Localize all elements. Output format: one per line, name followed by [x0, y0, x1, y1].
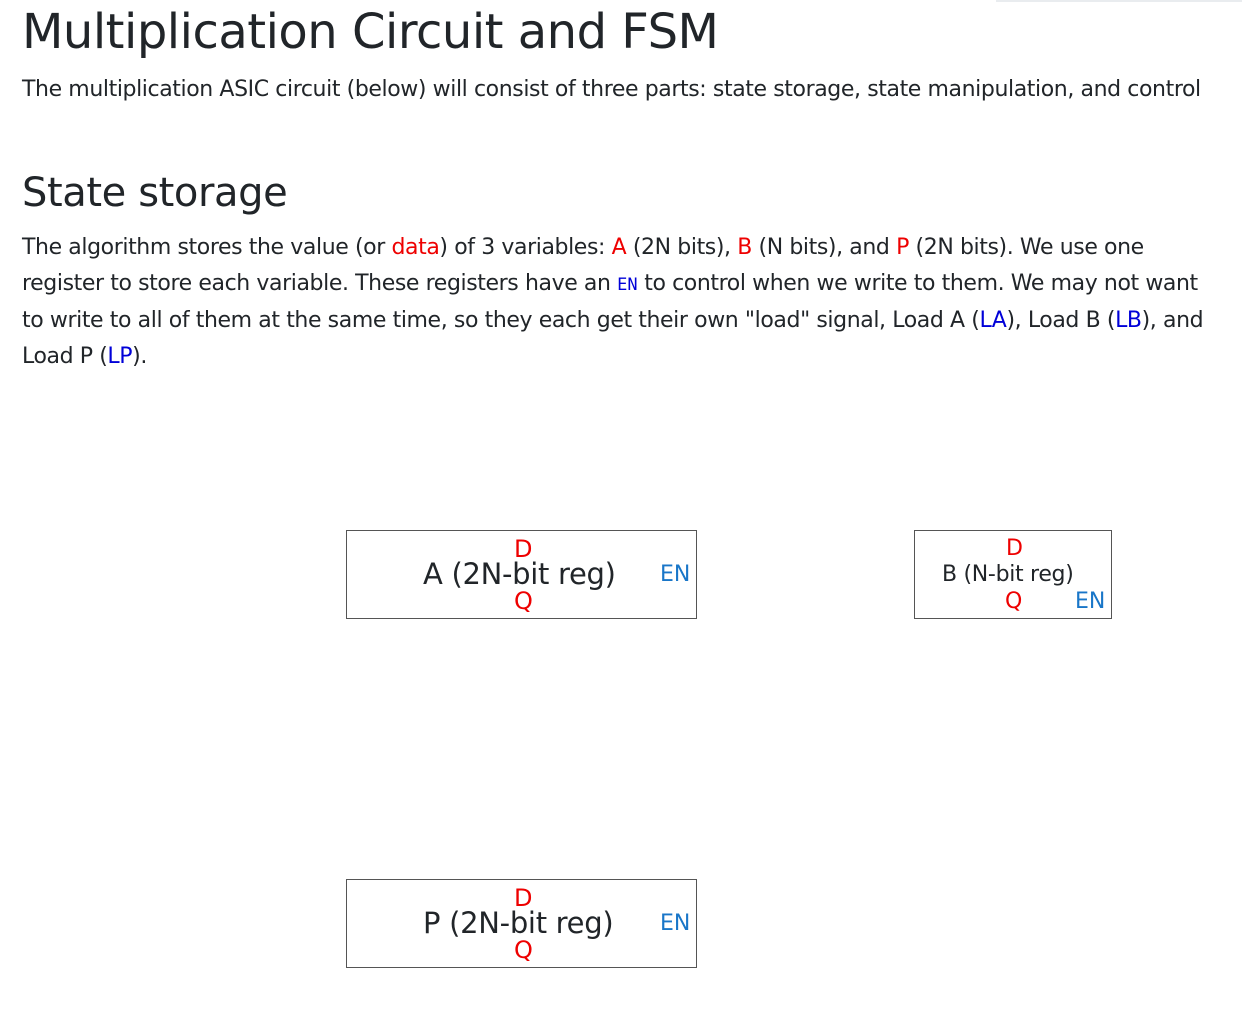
- text-run: The algorithm stores the value (or: [22, 235, 392, 260]
- top-divider: [996, 0, 1242, 2]
- text-run: (2N bits),: [626, 235, 738, 260]
- en-code: EN: [617, 275, 638, 295]
- register-b: D B (N-bit reg) Q EN: [914, 530, 1112, 619]
- data-term: data: [391, 235, 440, 260]
- register-a-q-pin: Q: [514, 587, 533, 615]
- text-run: (N bits), and: [751, 235, 897, 260]
- register-p-label: P (2N-bit reg): [423, 906, 614, 940]
- register-p-en-pin: EN: [660, 911, 691, 936]
- var-p-term: P: [896, 235, 909, 260]
- text-run: ), Load B (: [1006, 308, 1116, 333]
- lp-signal: LP: [107, 344, 133, 369]
- var-b-term: B: [737, 235, 752, 260]
- register-p-q-pin: Q: [514, 936, 533, 964]
- text-run: ).: [132, 344, 147, 369]
- register-a-d-pin: D: [514, 535, 533, 563]
- lb-signal: LB: [1115, 308, 1142, 333]
- intro-paragraph: The multiplication ASIC circuit (below) …: [22, 77, 1201, 102]
- text-run: (2N bits). We use one register to store …: [22, 235, 1144, 296]
- page-title: Multiplication Circuit and FSM: [22, 4, 719, 60]
- storage-paragraph: The algorithm stores the value (or data)…: [22, 230, 1222, 375]
- register-b-en-pin: EN: [1075, 589, 1106, 614]
- register-b-label: B (N-bit reg): [942, 562, 1074, 587]
- register-a: D A (2N-bit reg) Q EN: [346, 530, 697, 619]
- section-heading: State storage: [22, 170, 288, 216]
- register-a-label: A (2N-bit reg): [423, 557, 616, 591]
- register-a-en-pin: EN: [660, 562, 691, 587]
- var-a-term: A: [611, 235, 627, 260]
- la-signal: LA: [979, 308, 1007, 333]
- text-run: ), and Load P (: [22, 308, 1204, 369]
- register-p-d-pin: D: [514, 884, 533, 912]
- register-b-q-pin: Q: [1005, 589, 1023, 614]
- text-run: ) of 3 variables:: [439, 235, 612, 260]
- register-b-d-pin: D: [1006, 536, 1023, 561]
- text-run: to control when we write to them. We may…: [22, 271, 1198, 333]
- register-p: D P (2N-bit reg) Q EN: [346, 879, 697, 968]
